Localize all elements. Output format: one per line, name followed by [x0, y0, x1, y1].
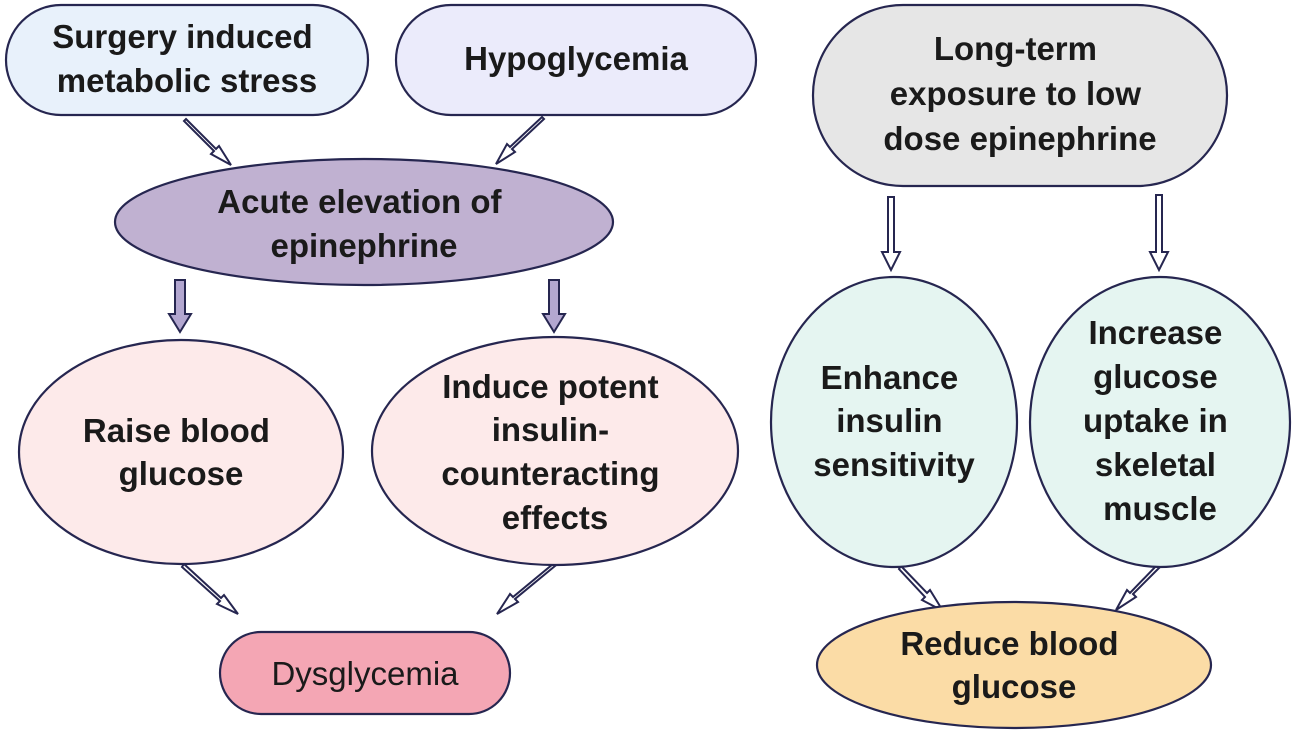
dysglycemia-shape	[218, 630, 512, 716]
raise-glucose-line-1: Raise blood	[83, 412, 270, 449]
long-term-line-2: exposure to low	[890, 75, 1142, 112]
reduce-glucose-label: Reduce blood glucose	[900, 625, 1127, 705]
arrow-longterm-to-uptake	[1148, 194, 1170, 273]
arrow-acute-to-counter	[541, 279, 567, 334]
node-acute-elevation: Acute elevation of epinephrine	[113, 157, 615, 287]
insulin-sensitivity-shape	[769, 275, 1019, 569]
node-insulin-sensitivity: Enhance insulin sensitivity	[769, 275, 1019, 569]
insulin-counter-line-4: effects	[502, 499, 608, 536]
glucose-uptake-line-5: muscle	[1103, 490, 1217, 527]
node-glucose-uptake: Increase glucose uptake in skeletal musc…	[1028, 275, 1292, 569]
surgery-stress-label: Surgery induced metabolic stress	[52, 18, 322, 99]
hypoglycemia-label: Hypoglycemia	[464, 40, 688, 77]
raise-glucose-line-2: glucose	[119, 455, 244, 492]
long-term-line-1: Long-term	[934, 30, 1097, 67]
node-dysglycemia: Dysglycemia	[218, 630, 512, 716]
reduce-glucose-line-2: glucose	[952, 668, 1077, 705]
arrow-hypoglycemia-to-acute	[495, 115, 546, 165]
node-long-term: Long-term exposure to low dose epinephri…	[811, 3, 1229, 188]
insulin-sensitivity-line-1: Enhance	[821, 359, 959, 396]
insulin-counter-line-3: counteracting	[441, 455, 659, 492]
node-raise-glucose: Raise blood glucose	[17, 338, 345, 566]
arrow-raise-to-dysglycemia	[180, 562, 239, 615]
node-surgery-stress: Surgery induced metabolic stress	[4, 3, 370, 117]
node-reduce-glucose: Reduce blood glucose	[815, 600, 1213, 730]
long-term-label: Long-term exposure to low dose epinephri…	[883, 30, 1156, 157]
glucose-uptake-label: Increase glucose uptake in skeletal musc…	[1083, 314, 1237, 527]
glucose-uptake-line-3: uptake in	[1083, 402, 1228, 439]
surgery-stress-line-1: Surgery induced	[52, 18, 312, 55]
arrow-sensitivity-to-reduce	[897, 564, 946, 614]
dysglycemia-line-1: Dysglycemia	[271, 655, 459, 692]
edges-layer	[167, 115, 1170, 615]
acute-elevation-line-2: epinephrine	[270, 227, 457, 264]
glucose-uptake-line-1: Increase	[1088, 314, 1222, 351]
long-term-shape	[811, 3, 1229, 188]
glucose-uptake-line-2: glucose	[1093, 358, 1218, 395]
raise-glucose-label: Raise blood glucose	[83, 412, 279, 492]
hypoglycemia-line-1: Hypoglycemia	[464, 40, 688, 77]
glucose-uptake-line-4: skeletal	[1095, 446, 1216, 483]
arrow-surgery-to-acute	[182, 117, 232, 166]
insulin-sensitivity-line-3: sensitivity	[813, 446, 975, 483]
insulin-sensitivity-label: Enhance insulin sensitivity	[813, 359, 975, 483]
insulin-counter-line-1: Induce potent	[442, 368, 658, 405]
arrow-acute-to-raise	[167, 279, 193, 334]
surgery-stress-line-2: metabolic stress	[57, 62, 317, 99]
node-insulin-counter: Induce potent insulin- counteracting eff…	[370, 335, 740, 567]
reduce-glucose-line-1: Reduce blood	[900, 625, 1118, 662]
insulin-counter-line-2: insulin-	[492, 411, 609, 448]
acute-elevation-shape	[113, 157, 615, 287]
insulin-counter-label: Induce potent insulin- counteracting eff…	[441, 368, 668, 536]
arrow-counter-to-dysglycemia	[496, 562, 557, 615]
arrow-uptake-to-reduce	[1115, 563, 1162, 611]
dysglycemia-label: Dysglycemia	[271, 655, 459, 692]
acute-elevation-line-1: Acute elevation of	[217, 183, 502, 220]
arrow-longterm-to-sensitivity	[880, 196, 902, 273]
long-term-line-3: dose epinephrine	[883, 120, 1156, 157]
insulin-sensitivity-line-2: insulin	[836, 402, 942, 439]
node-hypoglycemia: Hypoglycemia	[394, 3, 758, 117]
raise-glucose-shape	[17, 338, 345, 566]
reduce-glucose-shape	[815, 600, 1213, 730]
insulin-counter-shape	[370, 335, 740, 567]
surgery-stress-shape	[4, 3, 370, 117]
acute-elevation-label: Acute elevation of epinephrine	[217, 183, 510, 264]
glucose-uptake-shape	[1028, 275, 1292, 569]
hypoglycemia-shape	[394, 3, 758, 117]
